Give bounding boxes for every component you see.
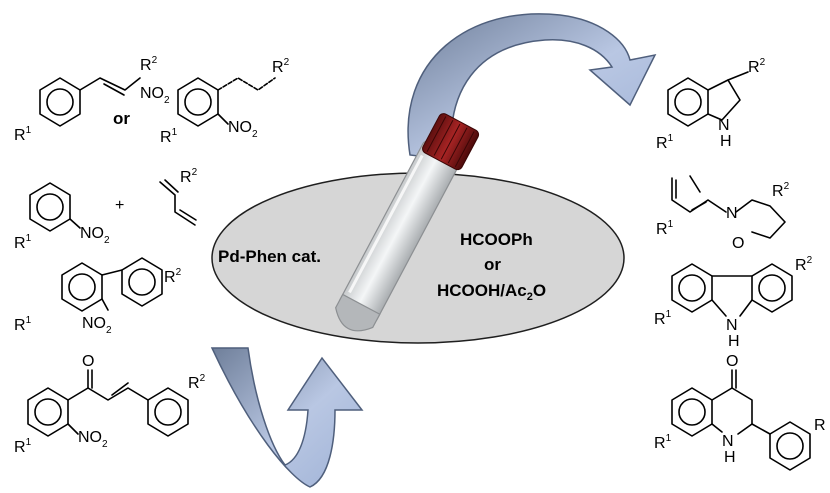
svg-text:R1: R1 — [656, 219, 674, 238]
svg-text:R1: R1 — [654, 309, 672, 328]
svg-text:R1: R1 — [160, 127, 178, 146]
svg-text:O: O — [726, 353, 738, 370]
svg-text:H: H — [728, 333, 740, 350]
reductant-line2: or — [484, 255, 501, 274]
svg-text:R1: R1 — [14, 315, 32, 334]
svg-text:R1: R1 — [14, 233, 32, 252]
svg-text:R1: R1 — [14, 437, 32, 456]
svg-text:R2: R2 — [272, 57, 290, 76]
tube-cap — [422, 113, 480, 171]
svg-text:NO2: NO2 — [80, 225, 110, 246]
svg-text:R1: R1 — [656, 133, 674, 152]
svg-text:H: H — [720, 133, 732, 150]
svg-text:N: N — [718, 117, 730, 134]
svg-text:R2: R2 — [772, 181, 790, 200]
svg-text:R2: R2 — [164, 267, 182, 286]
svg-text:R2: R2 — [188, 373, 206, 392]
product-carbazole: N H R2 R1 — [654, 255, 813, 350]
svg-text:NO2: NO2 — [78, 429, 108, 450]
substrate-o-nitrostyrene: R2 R1 NO2 — [160, 57, 290, 146]
bottom-curved-arrow — [210, 347, 364, 488]
catalyst-label: Pd-Phen cat. — [218, 247, 321, 266]
product-indole: R2 N H R1 — [656, 57, 766, 152]
svg-text:NO2: NO2 — [140, 85, 170, 106]
svg-text:R2: R2 — [140, 55, 158, 74]
svg-text:N: N — [722, 433, 734, 450]
substrate-nitrochalcone: O R1 NO2 R2 — [14, 353, 206, 456]
svg-text:R2: R2 — [748, 57, 766, 76]
svg-text:R1: R1 — [14, 125, 32, 144]
svg-text:R1: R1 — [654, 433, 672, 452]
svg-text:O: O — [82, 353, 94, 370]
substrate-diene: R2 — [159, 167, 198, 226]
svg-text:H: H — [724, 449, 736, 466]
svg-text:NO2: NO2 — [228, 119, 258, 140]
plus-sign: + — [115, 197, 124, 214]
reductant-line1: HCOOPh — [460, 230, 533, 249]
svg-text:NO2: NO2 — [82, 315, 112, 336]
svg-text:O: O — [732, 235, 744, 252]
product-oxazine: N O R2 R1 — [656, 175, 790, 252]
svg-text:R2: R2 — [180, 167, 198, 186]
reductant-line3: HCOOH/Ac2O — [437, 281, 546, 303]
substrate-nitroarene: R1 NO2 — [14, 182, 110, 252]
svg-text:R: R — [814, 417, 826, 434]
svg-text:R2: R2 — [795, 255, 813, 274]
top-curved-arrow — [407, 13, 657, 161]
substrate-nitrobiphenyl: R1 NO2 R2 — [14, 257, 182, 336]
svg-text:N: N — [726, 205, 738, 222]
or-label: or — [113, 109, 130, 128]
svg-text:N: N — [726, 317, 738, 334]
substrate-nitrostyrene: R1 R2 NO2 — [14, 55, 170, 144]
product-quinolone: O N H R1 R — [654, 353, 826, 471]
